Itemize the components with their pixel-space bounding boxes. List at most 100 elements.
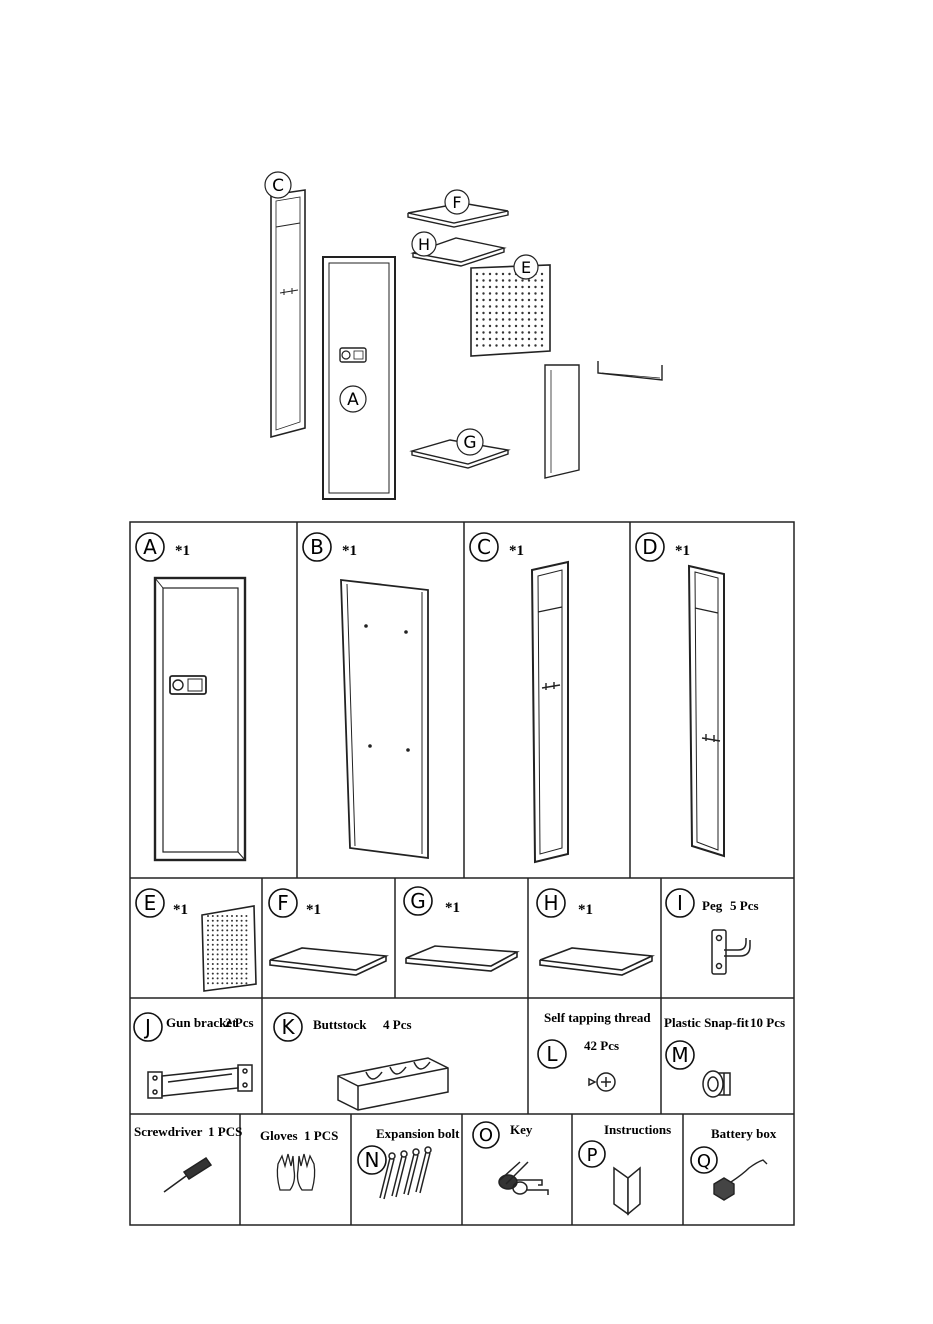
part-name: Expansion bolt <box>376 1126 460 1141</box>
part-letter: M <box>671 1043 688 1067</box>
exploded-side-panel-c <box>271 190 305 437</box>
key-illustration <box>499 1162 548 1195</box>
instructions-booklet-illustration <box>614 1168 640 1214</box>
shelf-h-illustration <box>540 948 652 975</box>
parts-list-table: A *1 B *1 C *1 <box>128 520 798 1228</box>
part-letter: B <box>310 535 324 559</box>
part-letter: F <box>277 891 289 915</box>
part-quantity: *1 <box>675 543 690 559</box>
part-quantity: 2 Pcs <box>225 1015 254 1030</box>
part-name: Buttstock <box>313 1017 367 1032</box>
exploded-pegboard-e <box>471 265 550 356</box>
part-letter: J <box>143 1015 151 1039</box>
part-letter: O <box>479 1125 493 1146</box>
part-quantity: *1 <box>173 902 188 918</box>
part-letter: Q <box>697 1151 711 1172</box>
part-quantity: 5 Pcs <box>730 898 759 913</box>
part-quantity: *1 <box>175 543 190 559</box>
part-cell-k: K Buttstock 4 Pcs <box>274 1013 448 1110</box>
battery-box-illustration <box>714 1160 767 1200</box>
callout-g: G <box>457 429 483 455</box>
part-cell-l: Self tapping thread L 42 Pcs <box>538 1010 651 1091</box>
svg-text:C: C <box>272 176 284 196</box>
part-letter: E <box>144 891 157 915</box>
svg-text:A: A <box>347 390 359 410</box>
part-quantity: *1 <box>306 902 321 918</box>
part-cell-c: C *1 <box>470 533 568 862</box>
part-letter: D <box>642 535 657 559</box>
part-cell-d: D *1 <box>636 533 724 856</box>
callout-h: H <box>412 232 436 256</box>
part-quantity: 1 PCS <box>208 1124 242 1139</box>
side-panel-d-illustration <box>689 566 724 856</box>
part-cell-f: F *1 <box>269 889 386 975</box>
callout-a: A <box>340 386 366 412</box>
gloves-illustration <box>277 1154 314 1190</box>
screwdriver-illustration <box>164 1158 211 1192</box>
peg-illustration <box>712 930 750 974</box>
pegboard-illustration <box>202 906 256 991</box>
part-quantity: *1 <box>445 900 460 916</box>
part-letter: A <box>143 535 157 559</box>
part-cell-h: H *1 <box>537 889 652 975</box>
part-quantity: 4 Pcs <box>383 1017 412 1032</box>
part-letter: N <box>365 1148 380 1172</box>
door-panel-illustration <box>155 578 245 860</box>
part-name: Gloves <box>260 1128 298 1143</box>
shelf-g-illustration <box>406 946 517 971</box>
part-cell-n: Expansion bolt N <box>358 1126 460 1199</box>
part-name: Peg <box>702 898 723 913</box>
exploded-back-frame <box>598 361 662 380</box>
part-cell-a: A *1 <box>136 533 245 860</box>
shelf-f-illustration <box>270 948 386 975</box>
exploded-side-panel-right <box>545 365 579 478</box>
part-cell-m: Plastic Snap-fit 10 Pcs M <box>664 1015 785 1097</box>
part-name: Battery box <box>711 1126 777 1141</box>
part-quantity: 1 PCS <box>304 1128 338 1143</box>
part-cell-gloves: Gloves 1 PCS <box>260 1128 338 1190</box>
part-name: Key <box>510 1122 533 1137</box>
part-cell-o: O Key <box>473 1122 548 1195</box>
part-cell-p: Instructions P <box>579 1122 671 1214</box>
exploded-door-a <box>323 257 395 499</box>
part-letter: K <box>281 1015 295 1039</box>
svg-text:H: H <box>418 235 430 254</box>
callout-e: E <box>514 255 538 279</box>
expansion-bolt-illustration <box>380 1147 431 1199</box>
exploded-assembly-view: C A F H E <box>262 165 682 510</box>
part-cell-g: G *1 <box>404 887 517 971</box>
part-letter: C <box>477 535 491 559</box>
part-quantity: 42 Pcs <box>584 1038 619 1053</box>
self-tapping-screw-illustration <box>589 1073 615 1091</box>
buttstock-illustration <box>338 1058 448 1110</box>
part-cell-q: Battery box Q <box>691 1126 777 1200</box>
part-quantity: *1 <box>578 902 593 918</box>
part-cell-screwdriver: Screwdriver 1 PCS <box>134 1124 242 1192</box>
part-letter: G <box>410 889 426 913</box>
parts-table-grid <box>130 522 794 1225</box>
svg-text:E: E <box>521 258 531 277</box>
part-name: Self tapping thread <box>544 1010 651 1025</box>
part-name: Instructions <box>604 1122 671 1137</box>
part-name: Screwdriver <box>134 1124 203 1139</box>
part-letter: P <box>587 1145 598 1166</box>
part-letter: L <box>546 1042 558 1066</box>
callout-f: F <box>445 190 469 214</box>
part-name: Plastic Snap-fit <box>664 1015 750 1030</box>
part-cell-b: B *1 <box>303 533 428 858</box>
svg-text:G: G <box>463 433 476 453</box>
svg-text:F: F <box>452 193 461 212</box>
back-panel-illustration <box>341 580 428 858</box>
part-quantity: *1 <box>342 543 357 559</box>
part-letter: I <box>677 891 683 915</box>
snap-fit-illustration <box>703 1071 730 1097</box>
part-letter: H <box>543 891 558 915</box>
callout-c: C <box>265 172 291 198</box>
part-cell-j: J Gun bracket 2 Pcs <box>134 1013 254 1098</box>
gun-bracket-illustration <box>148 1065 252 1098</box>
part-quantity: *1 <box>509 543 524 559</box>
part-cell-e: E *1 <box>136 889 256 991</box>
part-cell-i: I Peg 5 Pcs <box>666 889 759 974</box>
side-panel-c-illustration <box>532 562 568 862</box>
part-quantity: 10 Pcs <box>750 1015 785 1030</box>
